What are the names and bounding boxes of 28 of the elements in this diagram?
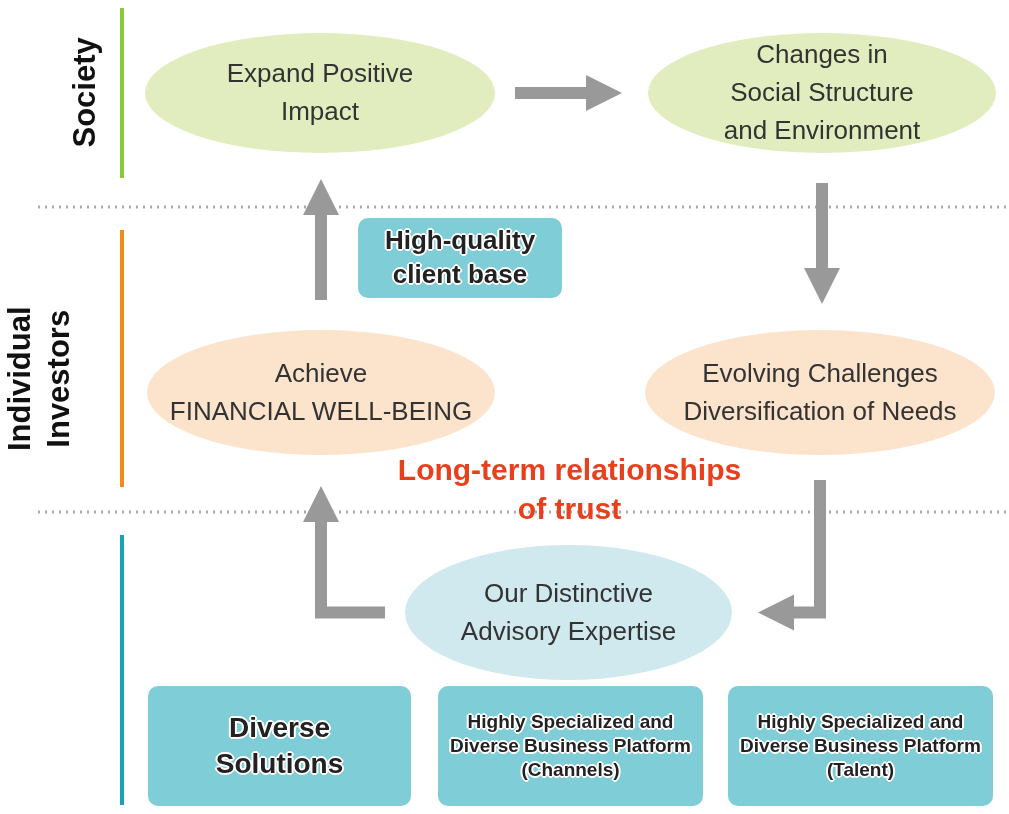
oval-node (648, 33, 996, 153)
node-text: FINANCIAL WELL-BEING (169, 394, 473, 428)
oval-node (645, 330, 995, 455)
arrow (303, 179, 339, 300)
pillar-box (148, 686, 411, 806)
arrow (515, 75, 622, 111)
node-text: High-quality client base (383, 224, 537, 291)
label-box (358, 218, 562, 298)
node-text: Diversification of Needs (683, 394, 957, 428)
node-text: Evolving Challenges (702, 356, 938, 390)
node-text: Changes in Social Structure and Environment (722, 38, 922, 147)
oval-node (147, 330, 495, 455)
band-label: Society (65, 36, 103, 150)
arrow (303, 486, 385, 619)
center-caption: Long-term relationships of trust (396, 452, 743, 527)
node-text: Our Distinctive Advisory Expertise (459, 576, 678, 648)
pillar-box (728, 686, 993, 806)
pillar-box (438, 686, 703, 806)
node-text: Highly Specialized and Diverse Business Platform (Talent) (739, 710, 982, 782)
arrow (758, 480, 826, 631)
node-text: Highly Specialized and Diverse Business Platform (Channels) (449, 710, 692, 782)
node-text: Diverse Solutions (214, 710, 345, 781)
node-text: Expand Positive Impact (225, 57, 415, 128)
node-text: Achieve (274, 356, 368, 390)
oval-node (405, 545, 732, 680)
band-label: Individual Investors (1, 305, 77, 454)
arrow (804, 183, 840, 304)
oval-node (145, 33, 495, 153)
